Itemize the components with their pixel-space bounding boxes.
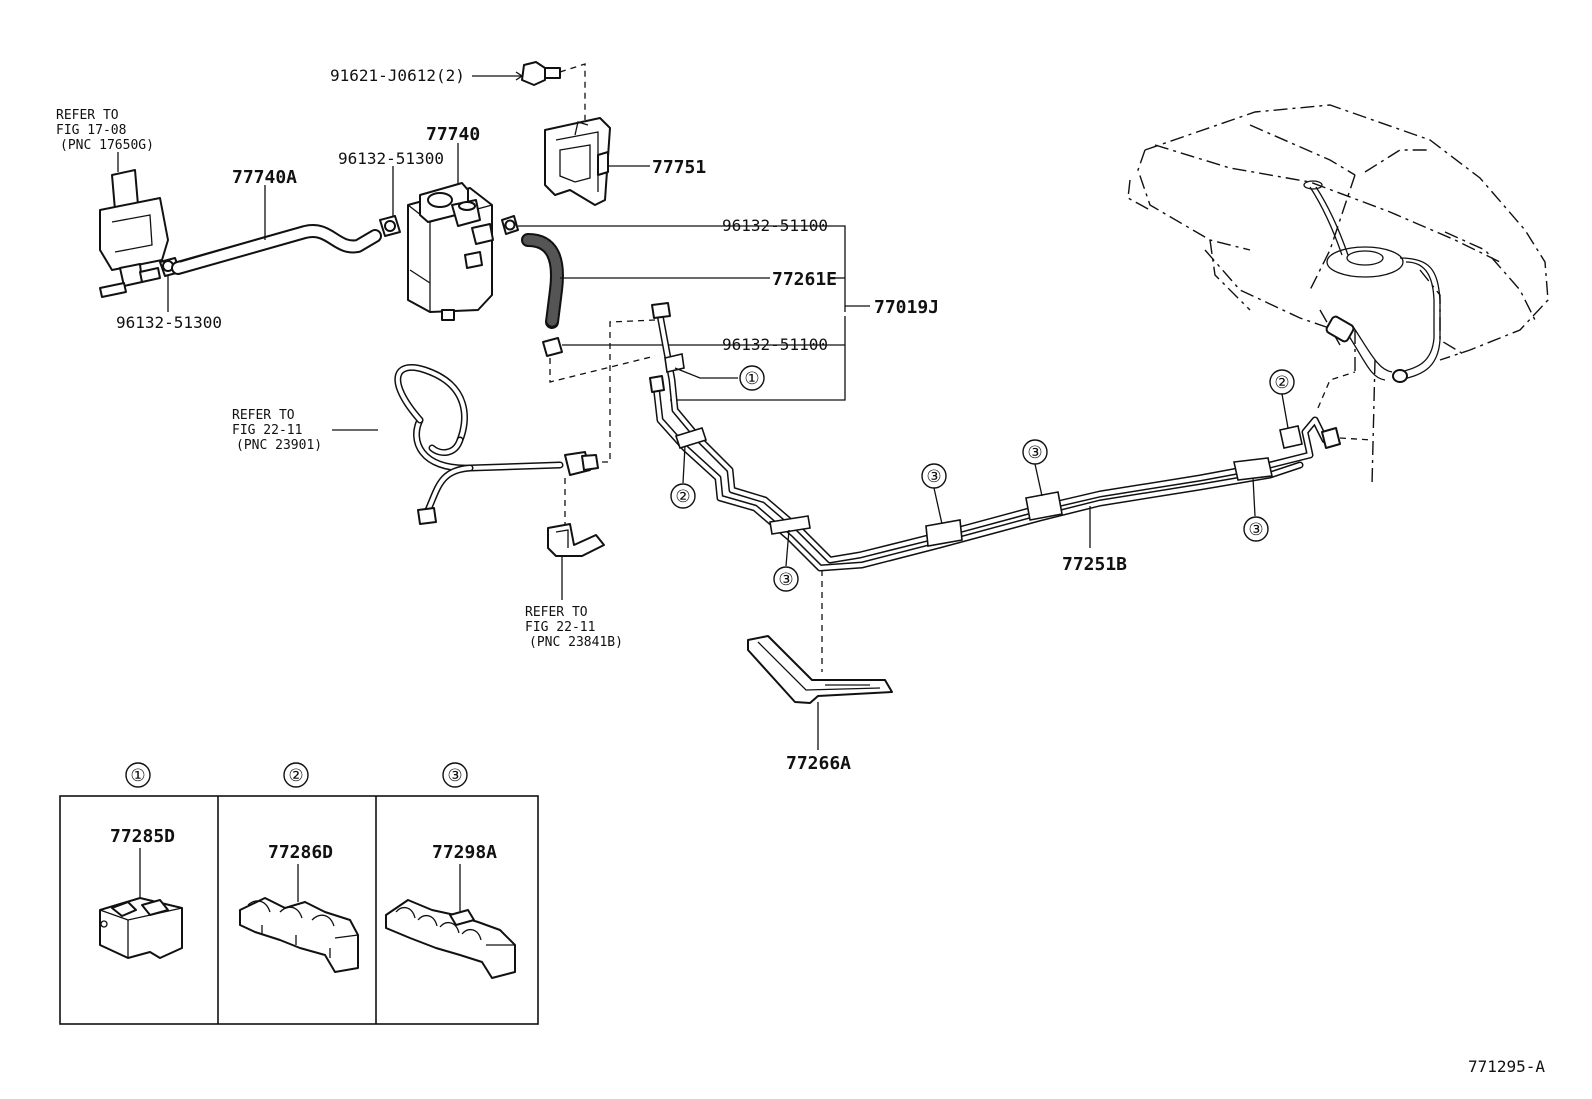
callout-2-tube-left: ② [675,487,690,507]
clamp-96132-right-2 [542,337,563,357]
clamp-77298a [385,899,516,979]
hose-77740a [171,224,382,275]
bolt-label: 91621-J0612(2) [330,66,465,85]
callout-1-tube: ① [744,369,759,389]
refer-filler-line1: REFER TO [232,408,295,423]
clamp-left-label: 96132-51300 [116,313,222,332]
charcoal-canister [407,182,494,321]
clamp-r2-label: 96132-51100 [722,335,828,354]
clamp-legend-table [59,795,539,1025]
callout-3-tube-c: ③ [1027,443,1042,463]
clamp-96132-top [379,215,401,237]
bracket-label: 77751 [652,157,706,178]
clamp-r1-label: 96132-51100 [722,216,828,235]
tube-assy-label: 77019J [874,297,939,318]
legend-callout-2: ② [288,766,303,786]
refer-bracket-line1: REFER TO [525,605,588,620]
bolt-part [472,61,561,86]
hose-a-label: 77740A [232,167,297,188]
legend-callout-1: ① [130,766,145,786]
legend-callout-3: ③ [447,766,462,786]
bracket-77751 [544,117,611,206]
clamp-2-part-label: 77286D [268,842,333,863]
protector-77266a [747,635,893,704]
diagram-id: 771295-A [1468,1057,1545,1076]
filler-vent-hose [394,363,599,525]
clamp-96132-right-1 [501,215,519,235]
clamp-top-label: 96132-51300 [338,149,444,168]
filler-bracket [547,523,605,557]
refer-vsv-line3: (PNC 17650G) [60,138,154,153]
hose-77261e [521,233,564,329]
refer-bracket-line2: FIG 22-11 [525,620,595,635]
clamp-77286d [239,897,359,973]
fuel-tube-77251b [649,302,1341,572]
clamp-3-part-label: 77298A [432,842,497,863]
callout-3-tube-b: ③ [926,467,941,487]
tube-b-label: 77251B [1062,554,1127,575]
clamp-77285d [99,897,183,959]
protector-label: 77266A [786,753,851,774]
refer-vsv-line1: REFER TO [56,108,119,123]
hose-e-label: 77261E [772,269,837,290]
fuel-tank [1127,104,1549,486]
callout-3-tube-d: ③ [1248,520,1263,540]
callout-3-tube-a: ③ [778,570,793,590]
canister-label: 77740 [426,124,480,145]
refer-filler-line3: (PNC 23901) [236,438,322,453]
refer-bracket-line3: (PNC 23841B) [529,635,623,650]
refer-filler-line2: FIG 22-11 [232,423,302,438]
vsv-valve [99,169,169,298]
refer-vsv-line2: FIG 17-08 [56,123,126,138]
clamp-1-part-label: 77285D [110,826,175,847]
callout-2-tube-right: ② [1274,373,1289,393]
